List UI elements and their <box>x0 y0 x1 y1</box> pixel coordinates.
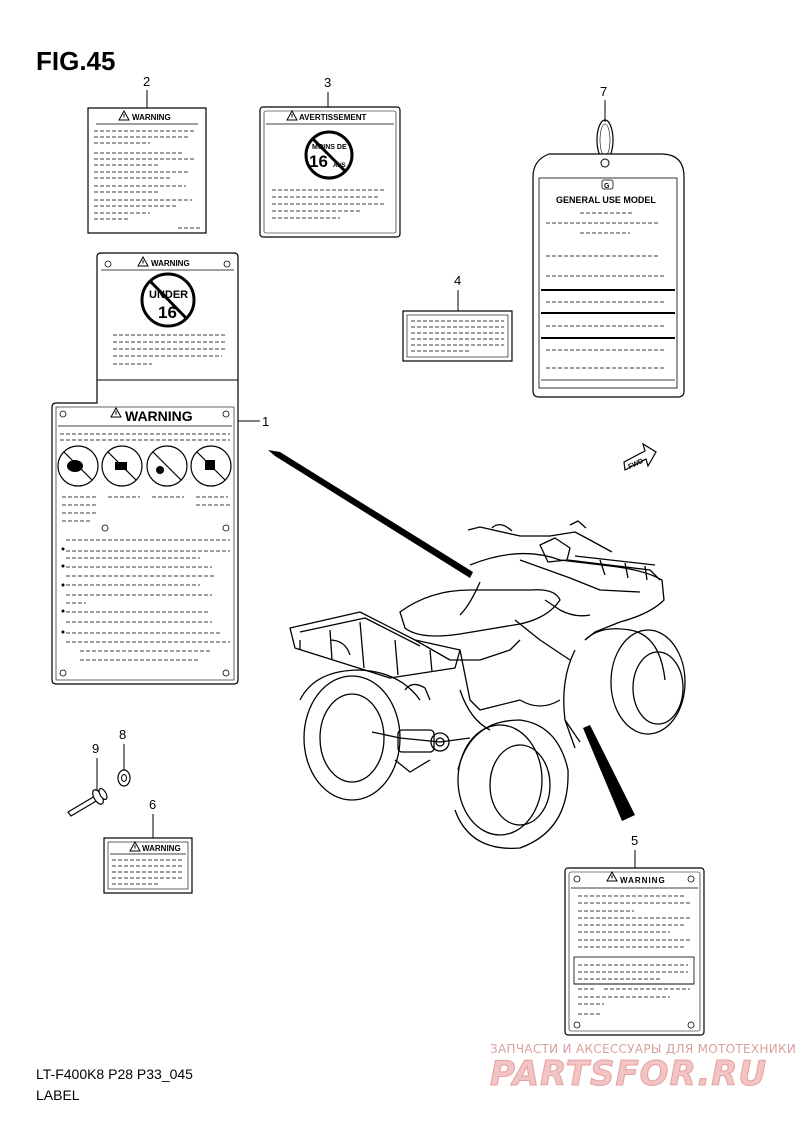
svg-text:9: 9 <box>92 741 99 756</box>
label-7[interactable]: G GENERAL USE MODEL <box>532 119 685 398</box>
label-2[interactable]: WARNING <box>87 107 207 234</box>
label-1[interactable]: WARNING UNDER 16 WARNING <box>51 252 239 685</box>
svg-text:AVERTISSEMENT: AVERTISSEMENT <box>299 113 367 122</box>
svg-text:2: 2 <box>143 74 150 89</box>
pointer-wedge-upper <box>268 450 473 578</box>
svg-text:3: 3 <box>324 75 331 90</box>
callout-4: 4 <box>454 273 461 311</box>
svg-text:1: 1 <box>262 414 269 429</box>
svg-text:16: 16 <box>309 152 328 171</box>
svg-text:WARNING: WARNING <box>151 259 190 268</box>
svg-text:WARNING: WARNING <box>142 844 181 853</box>
figure-title: FIG.45 <box>36 46 116 76</box>
label-6[interactable]: WARNING <box>103 837 193 894</box>
pointer-wedge-lower <box>583 725 635 821</box>
svg-text:6: 6 <box>149 797 156 812</box>
callout-3: 3 <box>324 75 331 107</box>
model-code: LT-F400K8 P28 P33_045 <box>36 1066 193 1082</box>
svg-text:5: 5 <box>631 833 638 848</box>
section-label: LABEL <box>36 1087 80 1103</box>
svg-text:ANS: ANS <box>333 163 346 169</box>
svg-text:G: G <box>604 183 610 190</box>
watermark-brand: PARTSFOR.RU <box>489 1054 768 1095</box>
label-3[interactable]: AVERTISSEMENT MOINS DE 16 ANS <box>259 106 401 238</box>
svg-text:8: 8 <box>119 727 126 742</box>
atv-illustration <box>289 520 686 849</box>
svg-text:WARNING: WARNING <box>132 113 171 122</box>
svg-text:UNDER: UNDER <box>149 289 188 301</box>
fwd-arrow-icon: FWD <box>623 442 657 471</box>
part-9-rivet <box>67 787 108 817</box>
callout-8: 8 <box>119 727 126 770</box>
callout-9: 9 <box>92 741 99 790</box>
callout-5: 5 <box>631 833 638 868</box>
svg-text:16: 16 <box>158 303 177 322</box>
label-5[interactable]: WARNING <box>564 867 705 1036</box>
callout-6: 6 <box>149 797 156 838</box>
svg-text:GENERAL USE MODEL: GENERAL USE MODEL <box>556 195 656 205</box>
watermark-tagline: ЗАПЧАСТИ И АКСЕССУАРЫ ДЛЯ МОТОТЕХНИКИ <box>490 1042 797 1056</box>
svg-text:MOINS DE: MOINS DE <box>312 144 347 151</box>
svg-text:WARNING: WARNING <box>125 408 193 424</box>
svg-text:4: 4 <box>454 273 461 288</box>
svg-text:WARNING: WARNING <box>620 876 666 885</box>
label-4[interactable] <box>402 310 513 362</box>
svg-text:7: 7 <box>600 84 607 99</box>
callout-2: 2 <box>143 74 150 108</box>
callout-7: 7 <box>600 84 607 122</box>
callout-1: 1 <box>238 414 269 429</box>
part-8-washer <box>117 769 131 787</box>
